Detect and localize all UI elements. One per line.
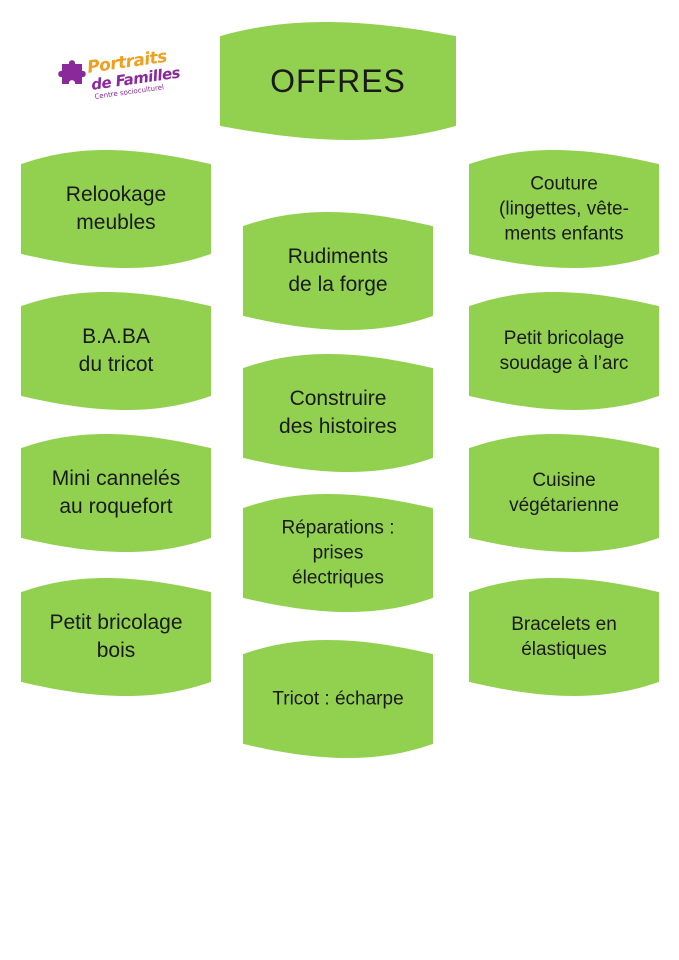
offer-label: Mini cannelés au roquefort bbox=[51, 467, 181, 518]
offer-card-right-3: Cuisine végétarienne bbox=[469, 434, 659, 552]
offer-card-middle-2: Construire des histoires bbox=[243, 354, 433, 472]
offer-card-left-2: B.A.BA du tricot bbox=[21, 292, 211, 410]
offer-label: Bracelets en élastiques bbox=[511, 614, 617, 660]
offer-card-right-1: Couture (lingettes, vête- ments enfants bbox=[469, 150, 659, 268]
offer-label: Rudiments de la forge bbox=[287, 245, 389, 296]
offer-card-left-1: Relookage meubles bbox=[21, 150, 211, 268]
offer-card-middle-1: Rudiments de la forge bbox=[243, 212, 433, 330]
offer-label: Tricot : écharpe bbox=[272, 688, 404, 710]
offer-card-right-4: Bracelets en élastiques bbox=[469, 578, 659, 696]
portraits-de-familles-logo: Portraits de Familles Centre sociocultur… bbox=[56, 47, 186, 116]
offer-label: Réparations : prises électriques bbox=[281, 517, 395, 589]
offer-label: B.A.BA du tricot bbox=[78, 325, 154, 376]
offer-card-middle-3: Réparations : prises électriques bbox=[243, 494, 433, 612]
offer-card-left-4: Petit bricolage bois bbox=[21, 578, 211, 696]
offer-card-right-2: Petit bricolage soudage à l’arc bbox=[469, 292, 659, 410]
offer-label: Petit bricolage bois bbox=[49, 611, 183, 662]
offer-label: Cuisine végétarienne bbox=[509, 470, 619, 516]
offer-label: Relookage meubles bbox=[65, 183, 167, 234]
offer-card-left-3: Mini cannelés au roquefort bbox=[21, 434, 211, 552]
offer-label: Petit bricolage soudage à l’arc bbox=[499, 328, 629, 374]
offer-card-middle-4: Tricot : écharpe bbox=[243, 640, 433, 758]
offer-label: Construire des histoires bbox=[279, 387, 397, 438]
offer-label: Couture (lingettes, vête- ments enfants bbox=[499, 173, 629, 245]
title-banner: OFFRES bbox=[220, 22, 456, 140]
page-title: OFFRES bbox=[270, 63, 406, 99]
puzzle-piece-icon bbox=[58, 60, 86, 84]
